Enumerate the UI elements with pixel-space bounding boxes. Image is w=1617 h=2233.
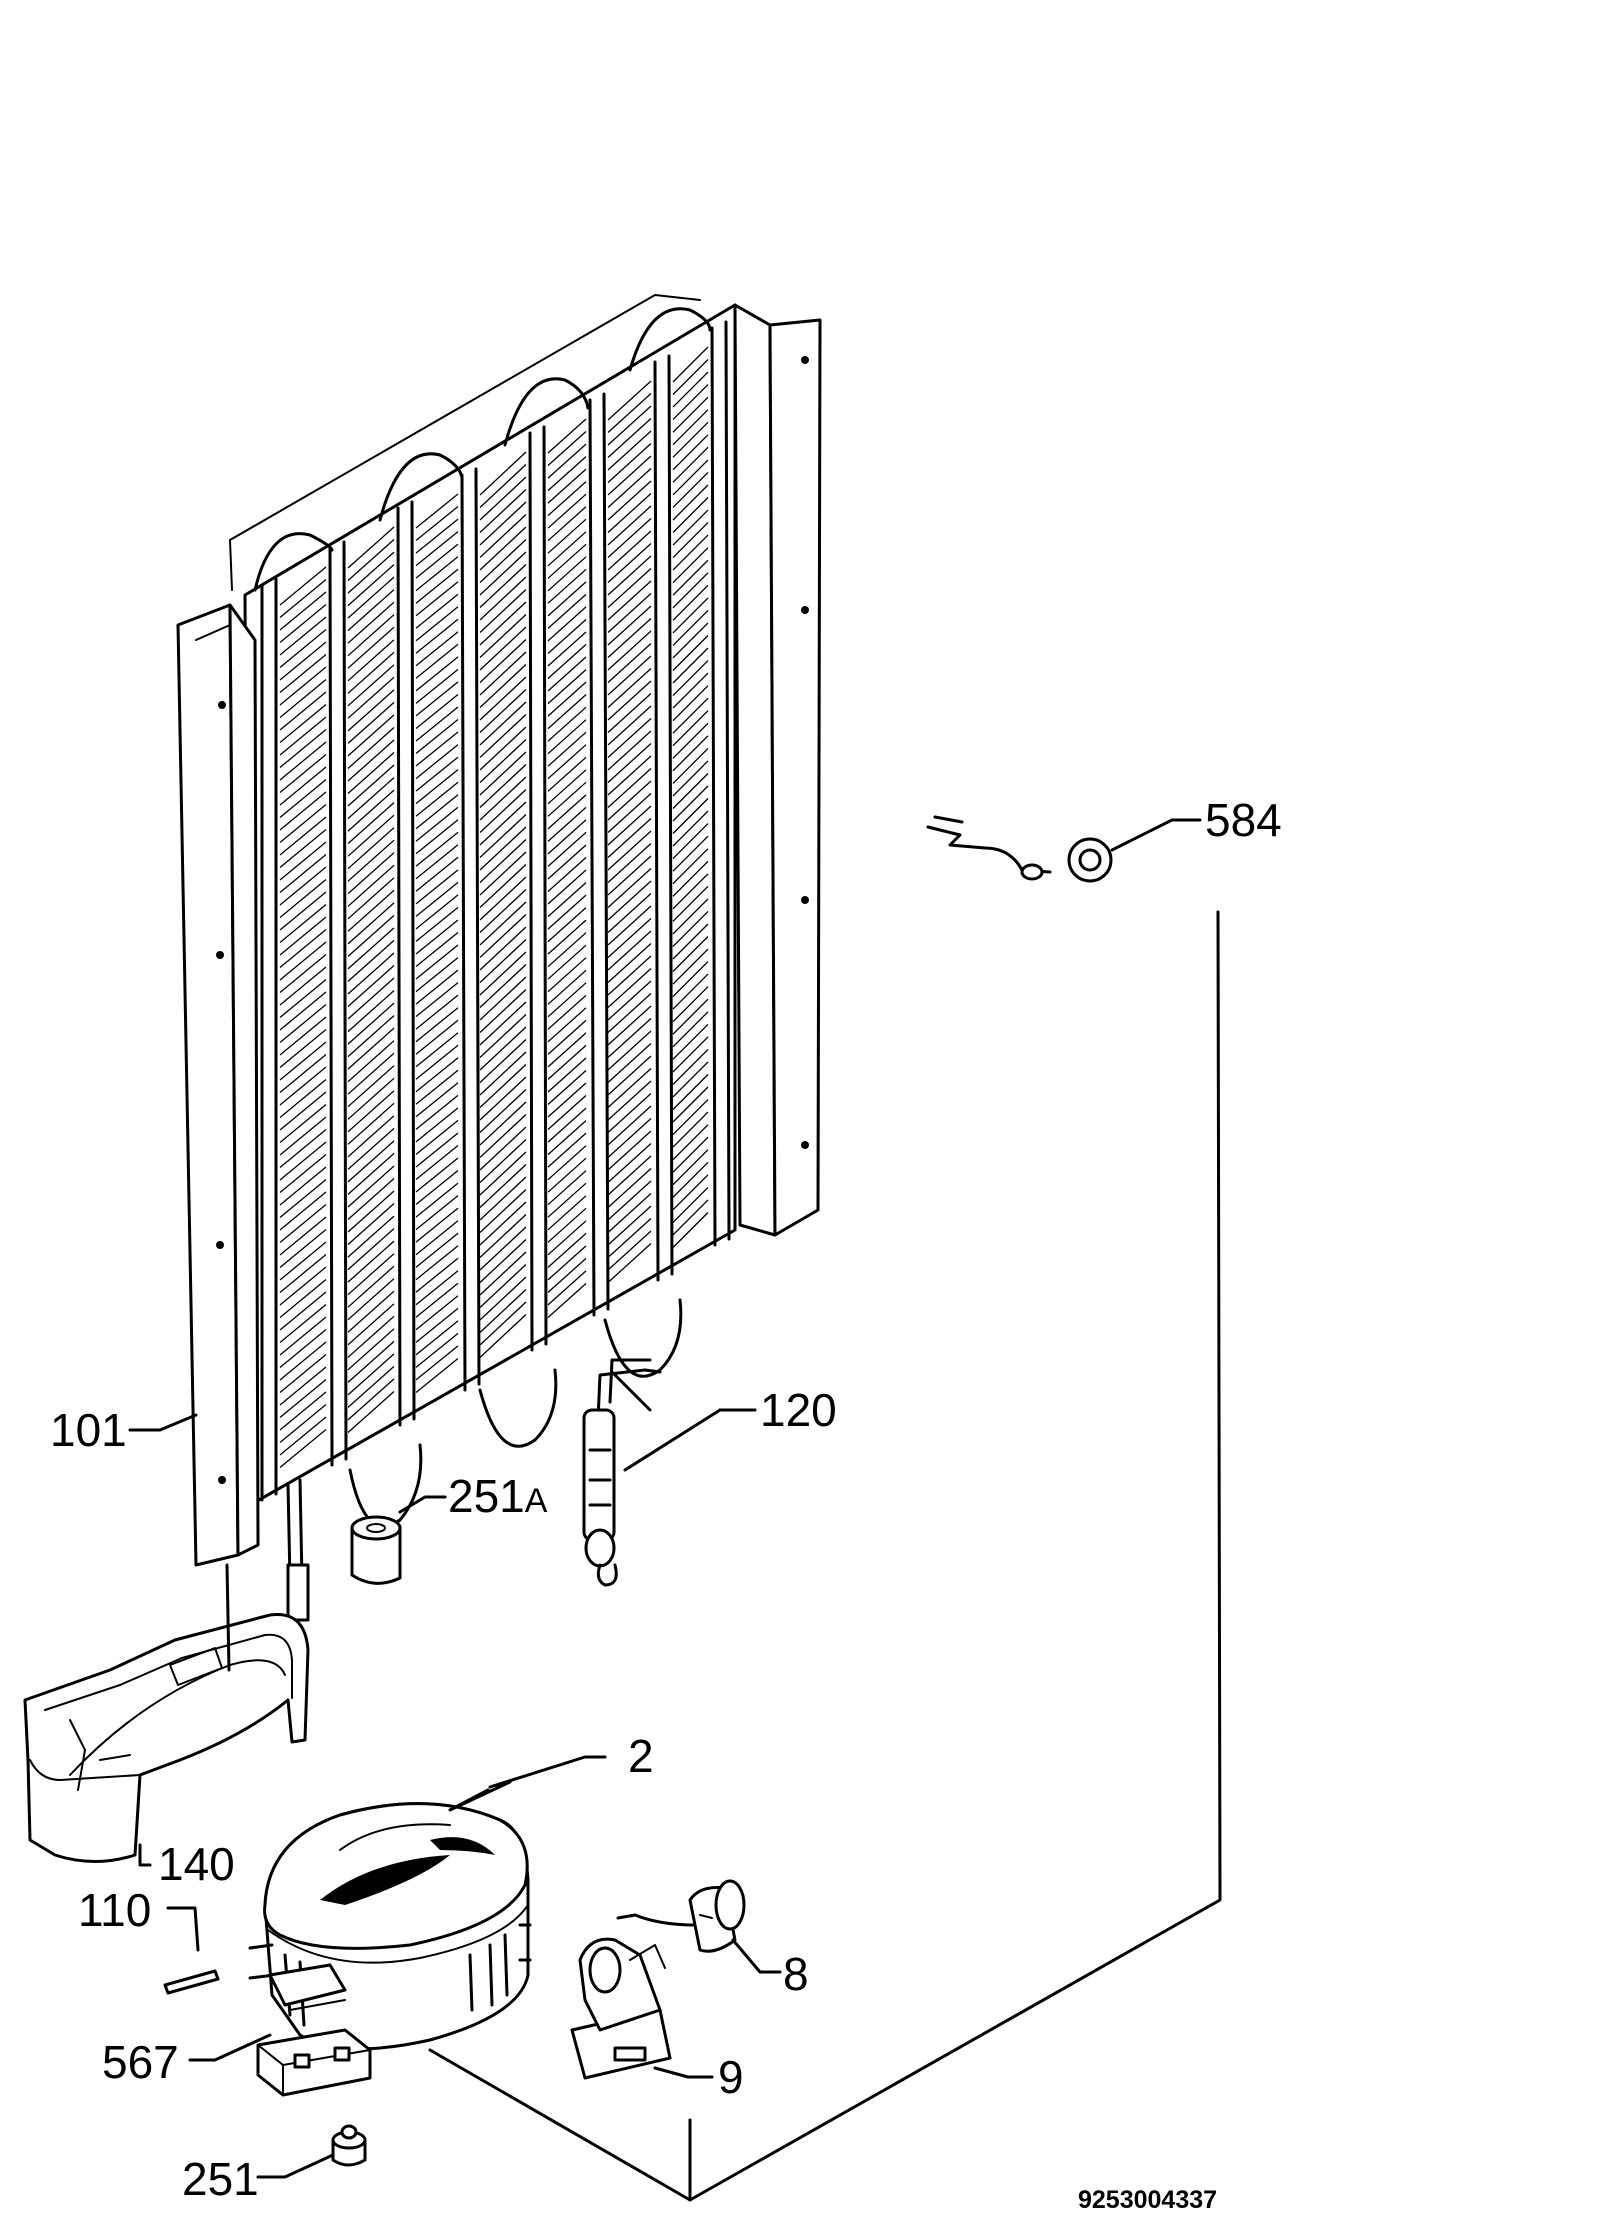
document-number: 9253004337 bbox=[1078, 2186, 1217, 2214]
compressor-icon bbox=[248, 1802, 532, 2051]
callout-584: 584 bbox=[1205, 794, 1282, 846]
condenser-icon bbox=[176, 294, 822, 1622]
drip-tray-icon bbox=[23, 1612, 310, 1863]
pin-icon bbox=[163, 1969, 220, 1995]
foot-grommet-icon bbox=[331, 2124, 367, 2167]
filter-drier-icon bbox=[582, 1358, 662, 1587]
callout-2: 2 bbox=[628, 1730, 654, 1782]
callout-110: 110 bbox=[78, 1884, 151, 1936]
callout-140: 140 bbox=[158, 1838, 235, 1890]
frame-lines bbox=[225, 910, 1222, 2202]
overload-protector-icon bbox=[570, 1937, 672, 2080]
relay-icon bbox=[616, 1879, 746, 1953]
callout-9: 9 bbox=[718, 2051, 744, 2103]
callout-101: 101 bbox=[50, 1404, 127, 1456]
callout-8: 8 bbox=[783, 1948, 809, 2000]
callout-251a: 251A bbox=[448, 1470, 548, 1522]
rubber-grommet-icon bbox=[350, 1515, 402, 1585]
leader-lines bbox=[128, 818, 1202, 2179]
callout-251: 251 bbox=[182, 2153, 259, 2205]
thermal-sensor-icon bbox=[926, 815, 1113, 883]
mounting-plate-icon bbox=[256, 1963, 372, 2097]
callout-120: 120 bbox=[760, 1384, 837, 1436]
callout-567: 567 bbox=[102, 2036, 179, 2088]
